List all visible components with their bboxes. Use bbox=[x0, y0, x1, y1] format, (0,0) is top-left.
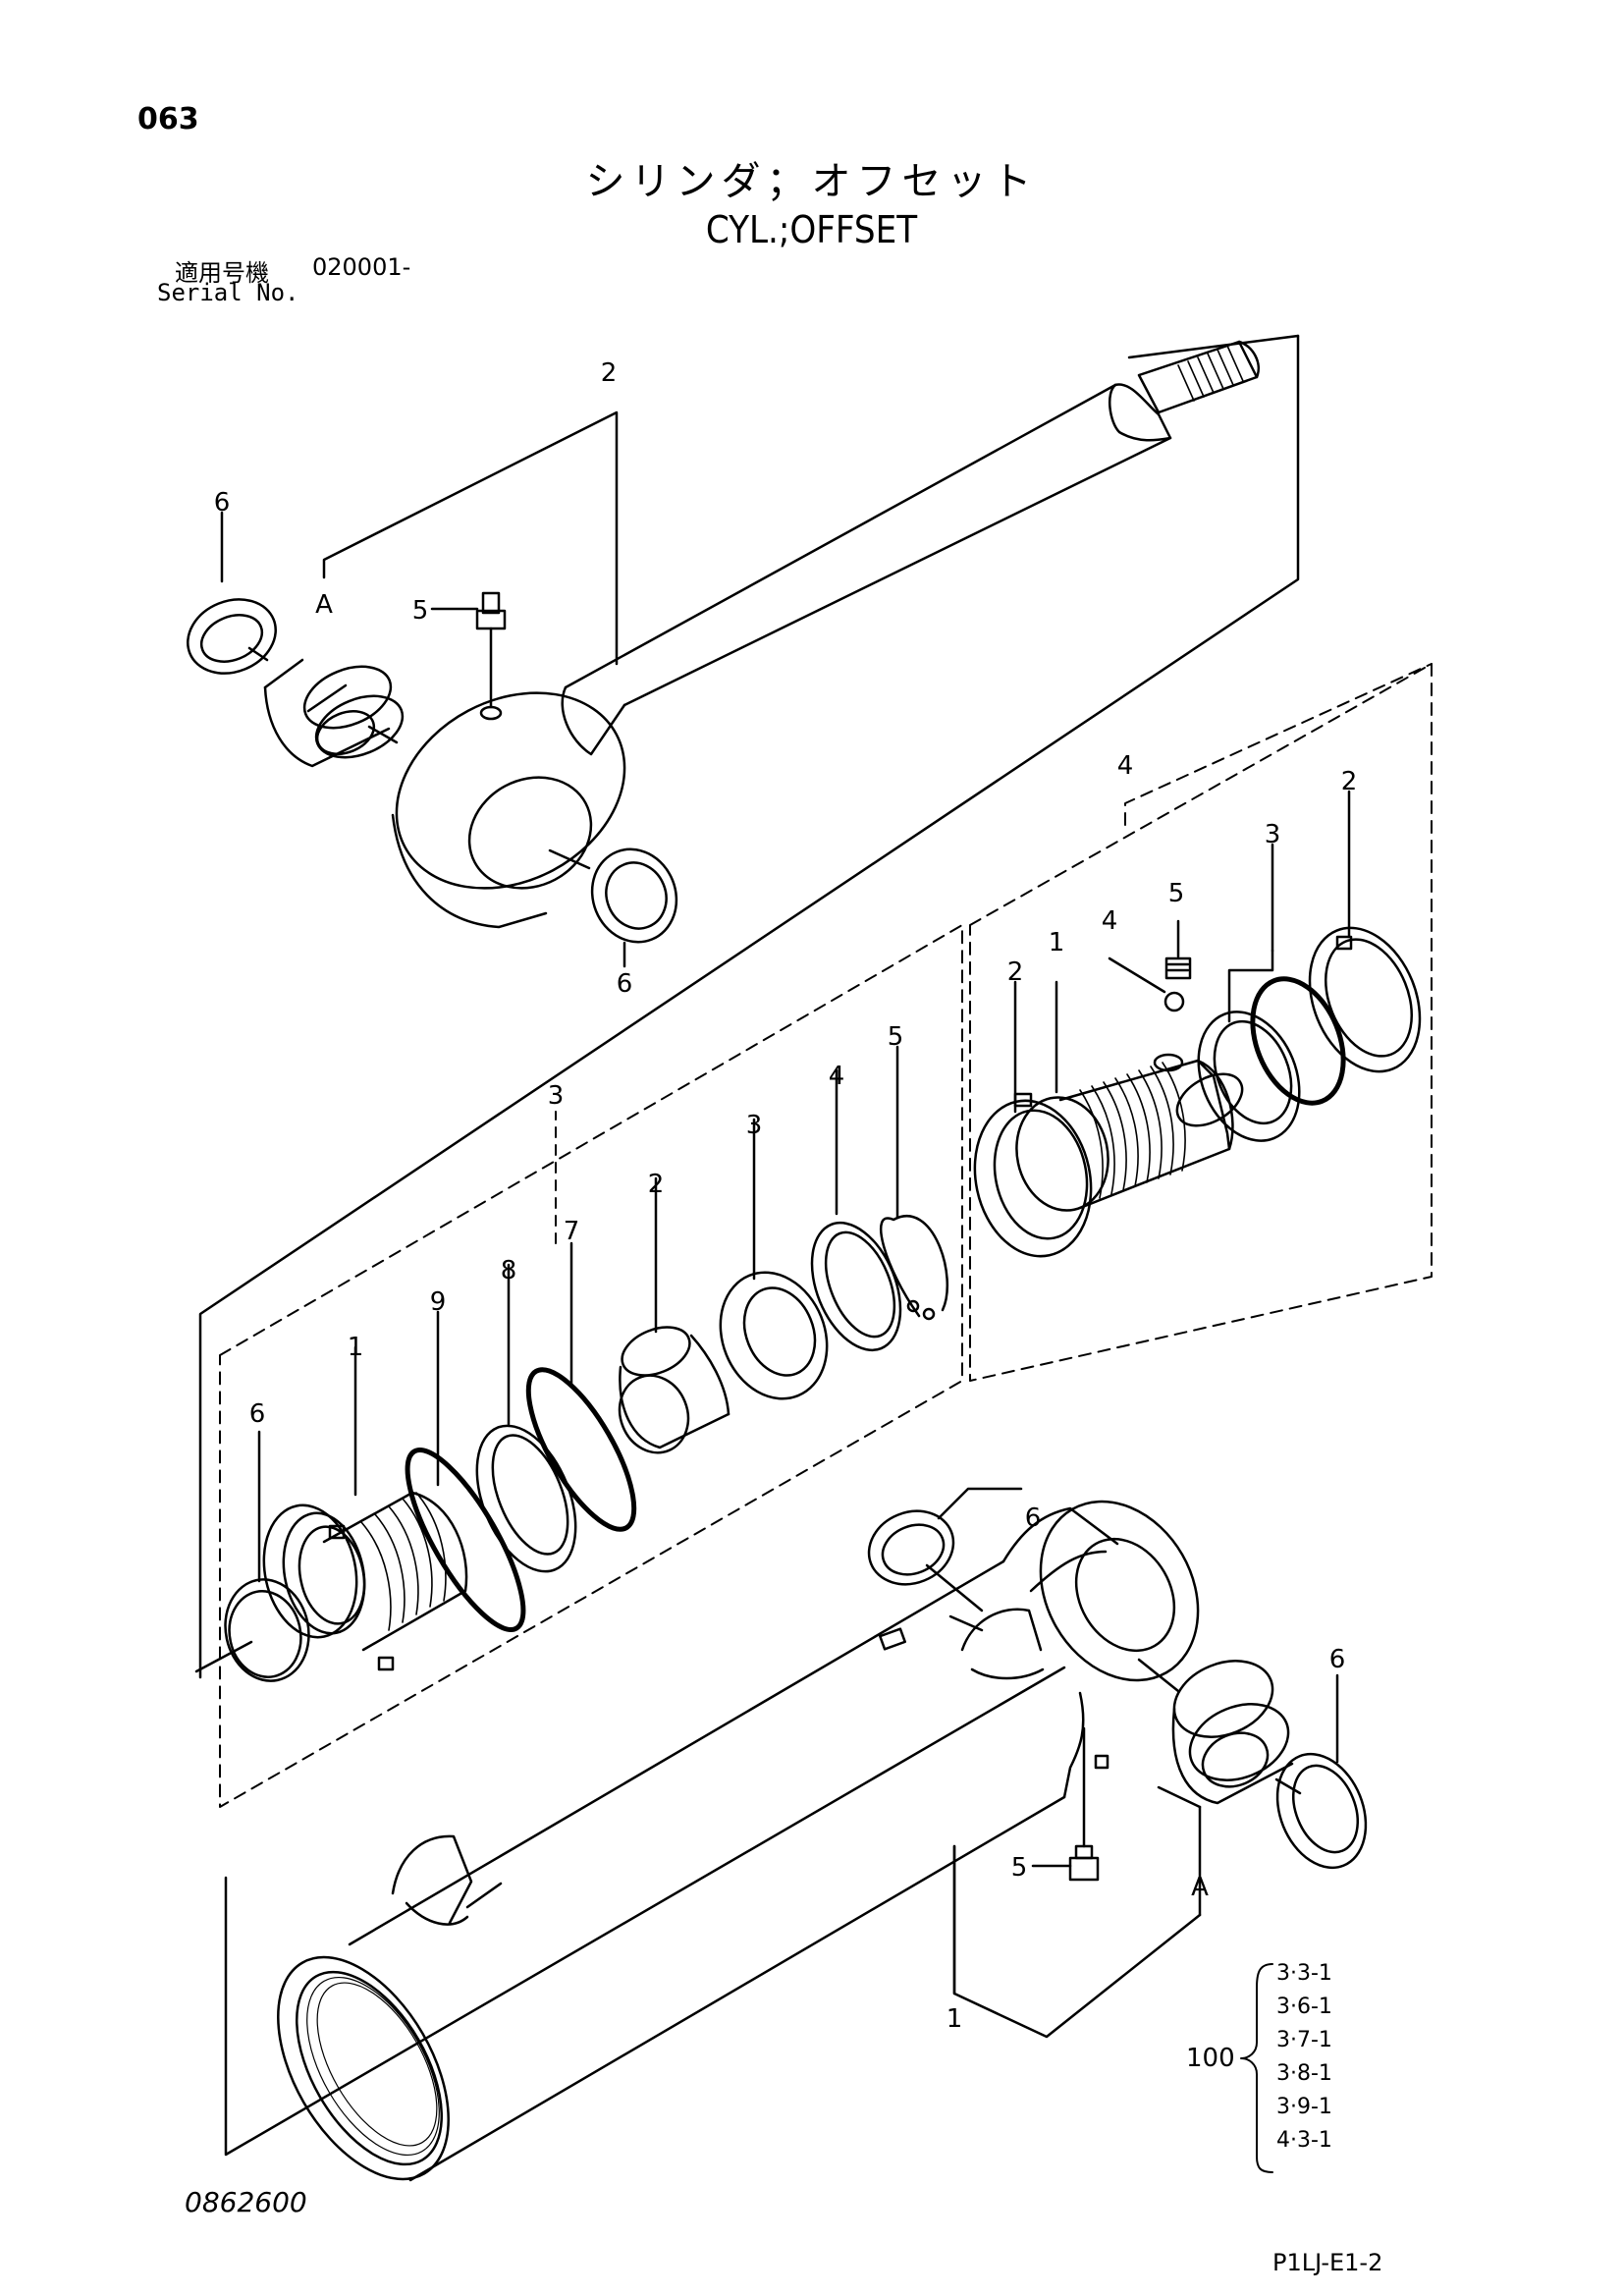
callout-tube-6-right: 6 bbox=[1329, 1645, 1346, 1674]
callout-tube-5: 5 bbox=[1011, 1853, 1028, 1883]
callout-kit4-2-left: 2 bbox=[1007, 957, 1024, 987]
kit-list-item: 3·8-1 bbox=[1276, 2061, 1332, 2086]
callout-kit3-8: 8 bbox=[501, 1256, 517, 1285]
page-title-japanese: シリンダ；オフセット bbox=[585, 159, 1038, 204]
callout-rod-6-bottom: 6 bbox=[617, 969, 633, 999]
piston-rod bbox=[187, 334, 1300, 1679]
callout-rod-6-top: 6 bbox=[214, 488, 231, 518]
kit-list-item: 3·7-1 bbox=[1276, 2028, 1332, 2052]
kit-list-item: 3·3-1 bbox=[1276, 1961, 1332, 1986]
callout-kit4: 4 bbox=[1117, 751, 1134, 781]
kit-list-label: 100 bbox=[1186, 2044, 1235, 2073]
callout-tube-1: 1 bbox=[947, 2004, 963, 2034]
cylinder-tube bbox=[224, 1487, 1368, 2182]
callout-kit3-4: 4 bbox=[829, 1062, 845, 1091]
callout-rod-5: 5 bbox=[412, 596, 429, 626]
seal-kit-3 bbox=[194, 924, 963, 1808]
callout-tube-a: A bbox=[1191, 1873, 1209, 1902]
serial-label-english: Serial No. bbox=[157, 279, 299, 306]
callout-kit3-9: 9 bbox=[430, 1287, 447, 1317]
drawing-number: 0862600 bbox=[185, 2186, 307, 2218]
kit-list-item: 3·9-1 bbox=[1276, 2095, 1332, 2119]
page-title-english: CYL.;OFFSET bbox=[705, 208, 918, 251]
callout-kit4-1: 1 bbox=[1049, 928, 1065, 957]
callout-kit4-4: 4 bbox=[1102, 906, 1118, 936]
kit-list-item: 4·3-1 bbox=[1276, 2128, 1332, 2153]
callout-kit3: 3 bbox=[548, 1081, 565, 1111]
callout-rod-a: A bbox=[315, 590, 333, 620]
page-number: 063 bbox=[137, 102, 199, 137]
callout-kit3-6: 6 bbox=[249, 1399, 266, 1429]
callout-rod-2: 2 bbox=[601, 358, 618, 388]
callout-kit3-5: 5 bbox=[888, 1022, 904, 1052]
callout-kit3-3: 3 bbox=[746, 1111, 763, 1140]
seal-kit-4 bbox=[969, 663, 1433, 1382]
callout-kit3-1: 1 bbox=[348, 1333, 364, 1362]
callout-kit3-2: 2 bbox=[648, 1170, 665, 1199]
serial-code: 020001- bbox=[312, 253, 411, 281]
callout-kit4-3: 3 bbox=[1265, 820, 1281, 849]
callout-kit3-7: 7 bbox=[564, 1217, 580, 1246]
kit-list-brace bbox=[1240, 1963, 1273, 2173]
serial-label-japanese: 適用号機 bbox=[175, 259, 269, 287]
callout-kit4-5: 5 bbox=[1168, 879, 1185, 908]
kit-list-item: 3·6-1 bbox=[1276, 1995, 1332, 2019]
callout-tube-6-top: 6 bbox=[1025, 1503, 1042, 1533]
reference-code: P1LJ-E1-2 bbox=[1272, 2249, 1383, 2276]
callout-kit4-2-right: 2 bbox=[1341, 767, 1358, 796]
